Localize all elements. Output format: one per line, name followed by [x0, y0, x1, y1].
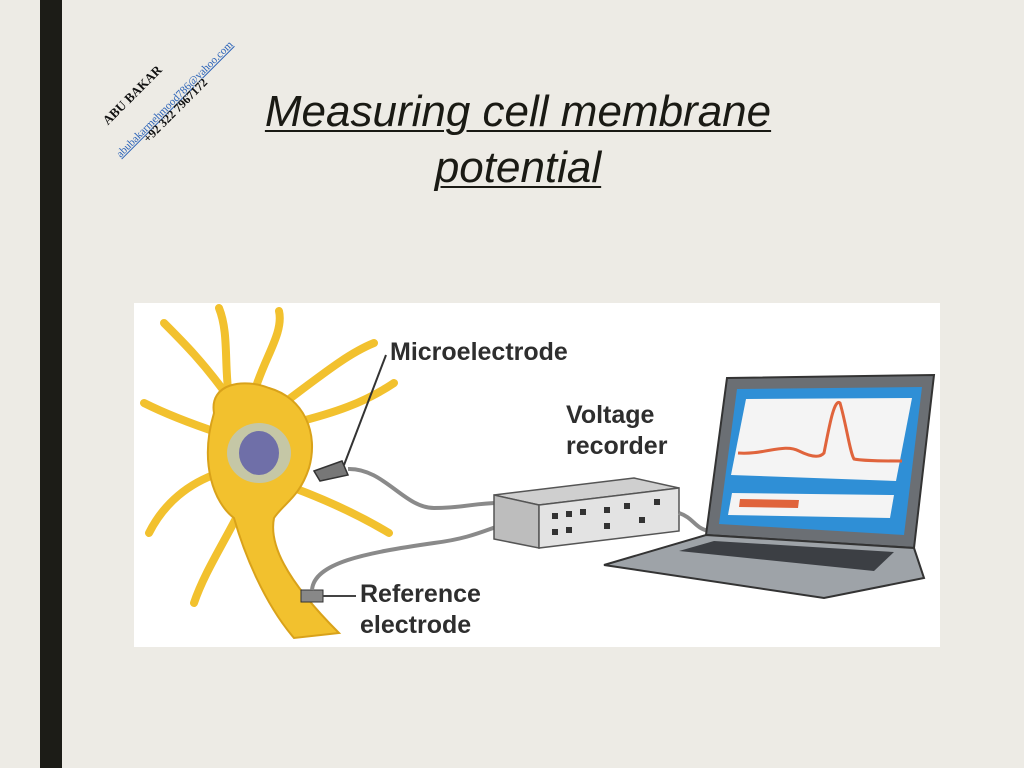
page-title: Measuring cell membrane potential	[200, 84, 836, 196]
figure-illustration	[140, 304, 936, 640]
reference-electrode-label-line-2: electrode	[360, 611, 472, 639]
neuron	[140, 304, 398, 640]
reference-electrode-label-line-1: Reference	[360, 580, 481, 608]
membrane-potential-figure: Microelectrode Voltage recorder Referenc…	[134, 303, 940, 647]
title-line-1: Measuring cell membrane	[264, 87, 772, 136]
laptop	[603, 373, 936, 600]
microelectrode-label: Microelectrode	[390, 338, 568, 366]
voltage-recorder-label: Voltage recorder	[566, 400, 667, 462]
voltage-recorder-label-line-1: Voltage	[566, 401, 655, 429]
author-watermark: ABU BAKAR abubakarmehmood786@yahoo.com +…	[52, 0, 236, 160]
voltage-recorder	[493, 477, 710, 549]
reference-electrode	[300, 521, 510, 603]
microelectrode-probe	[312, 354, 500, 511]
title-line-2: potential	[434, 143, 602, 192]
reference-electrode-label: Reference electrode	[360, 579, 481, 641]
left-accent-bar	[40, 0, 62, 768]
voltage-recorder-label-line-2: recorder	[566, 432, 668, 460]
